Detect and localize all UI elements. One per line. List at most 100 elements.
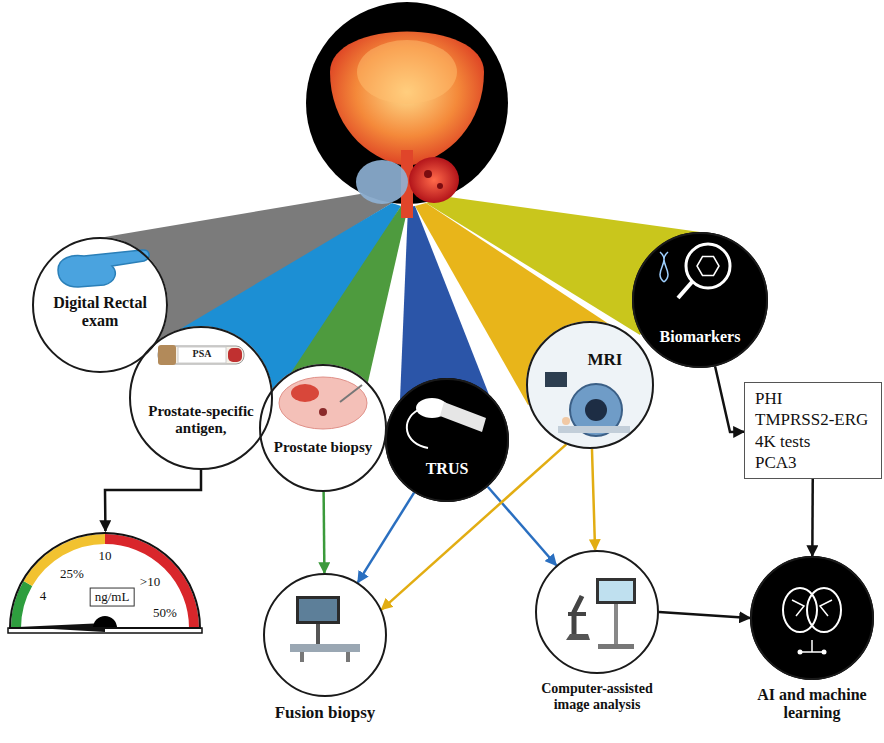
monitor-icon xyxy=(545,372,567,387)
circle-ground xyxy=(750,556,874,680)
magnifier-lens xyxy=(686,244,730,288)
needle-line xyxy=(340,385,362,402)
tumor-shape xyxy=(409,157,459,203)
flow-arrow xyxy=(659,612,750,618)
circle-ground xyxy=(263,573,387,697)
circle-outline xyxy=(633,233,767,367)
circuit-node xyxy=(798,650,803,655)
gauge-knob xyxy=(93,616,117,628)
circle-outline xyxy=(751,557,873,679)
tube-label: PSA xyxy=(179,348,225,360)
cart-pole xyxy=(614,604,618,644)
gauge-base xyxy=(8,628,202,633)
circuit-node xyxy=(822,650,827,655)
flow-arrow xyxy=(322,492,325,573)
imaging-circle: TRUS xyxy=(385,378,509,502)
flow-arrow xyxy=(358,493,414,583)
node-outline xyxy=(750,556,874,680)
node-label: AI and machine learning xyxy=(752,686,872,723)
circle-outline xyxy=(264,574,386,696)
cart-monitor xyxy=(596,578,636,604)
probe-handle xyxy=(440,402,486,432)
flow-arrow xyxy=(592,449,595,550)
tube-sample xyxy=(228,348,242,362)
device-leg xyxy=(300,652,304,662)
circuit-lines xyxy=(792,600,832,652)
gauge-value: >10 xyxy=(140,575,160,590)
list-box: PHITMPRSS2-ERG4K testsPCA3 xyxy=(744,382,882,479)
node-label: Digital Rectal exam xyxy=(40,294,160,331)
node-label: Prostate biopsy xyxy=(273,439,373,456)
scanner-bore xyxy=(585,399,607,421)
list-item: TMPRSS2-ERG xyxy=(755,409,871,430)
node-label: MRI xyxy=(580,350,630,370)
tube-cap xyxy=(158,345,176,365)
circle-outline xyxy=(130,327,272,469)
molecule-icon xyxy=(697,257,719,276)
list-item: 4K tests xyxy=(755,431,871,452)
list-item: PCA3 xyxy=(755,452,871,473)
tumor-spot xyxy=(437,183,443,189)
tube-label-area xyxy=(178,347,226,363)
circle-ground xyxy=(526,321,654,449)
circle-ground xyxy=(535,550,659,674)
cart-screen xyxy=(599,581,633,601)
circle-outline xyxy=(260,365,386,491)
flow-arrow xyxy=(715,366,744,432)
gauge-value: 10 xyxy=(99,549,112,564)
circle-outline xyxy=(536,551,658,673)
microscope-stage xyxy=(568,612,586,616)
magnifier-handle xyxy=(678,282,692,298)
scanner-bed xyxy=(558,426,630,433)
node-label: TRUS xyxy=(407,460,487,478)
device-screen xyxy=(299,599,337,621)
node-outline xyxy=(535,550,659,674)
device-monitor xyxy=(296,596,340,624)
node-outline xyxy=(259,364,387,492)
gauge-value: 50% xyxy=(153,606,177,621)
circle-ground xyxy=(385,378,509,502)
procedure-circle: Prostate biopsy xyxy=(259,364,387,492)
patient-head xyxy=(562,417,570,425)
test-circle: Prostate-specific antigen, xyxy=(129,326,273,470)
prostate-lobe xyxy=(356,160,408,204)
tool-circle: Computer-assisted image analysis xyxy=(535,550,659,674)
biomarker-circle: Biomarkers xyxy=(632,232,768,368)
circle-outline xyxy=(386,379,508,501)
cart-base xyxy=(598,644,634,649)
circle-outline xyxy=(527,322,653,448)
gauge-outline xyxy=(10,533,200,628)
bladder-shape xyxy=(330,32,484,167)
node-label: Fusion biopsy xyxy=(255,703,395,723)
bladder-highlight xyxy=(357,40,457,104)
tube-body xyxy=(158,346,244,364)
lesion-shape xyxy=(291,384,319,402)
tumor-spot xyxy=(424,170,432,178)
device-bed xyxy=(290,644,360,652)
list-item: PHI xyxy=(755,388,871,409)
flow-arrow xyxy=(811,479,814,556)
microscope-base xyxy=(566,634,590,640)
node-outline xyxy=(526,321,654,449)
circle-ground xyxy=(259,364,387,492)
imaging-circle: MRI xyxy=(526,321,654,449)
gauge-band xyxy=(105,539,194,628)
flow-arrow xyxy=(105,470,201,531)
circle-ground xyxy=(632,232,768,368)
psa-gauge: 4 25% 10 >10 ng/mL 50% xyxy=(8,531,204,635)
gauge-value: ng/mL xyxy=(90,588,135,607)
ai-circle: AI and machine learning xyxy=(750,556,874,680)
probe-cable xyxy=(407,410,428,448)
gauge-value: 25% xyxy=(60,567,84,582)
gauge-value: 4 xyxy=(40,589,47,604)
tool-circle: Fusion biopsy xyxy=(263,573,387,697)
dna-icon xyxy=(660,252,668,282)
node-label: Biomarkers xyxy=(645,328,755,346)
gauge-ground xyxy=(10,533,200,628)
node-label: Computer-assisted image analysis xyxy=(527,681,667,713)
urethra-dot xyxy=(319,408,327,416)
device-stand xyxy=(316,624,320,644)
